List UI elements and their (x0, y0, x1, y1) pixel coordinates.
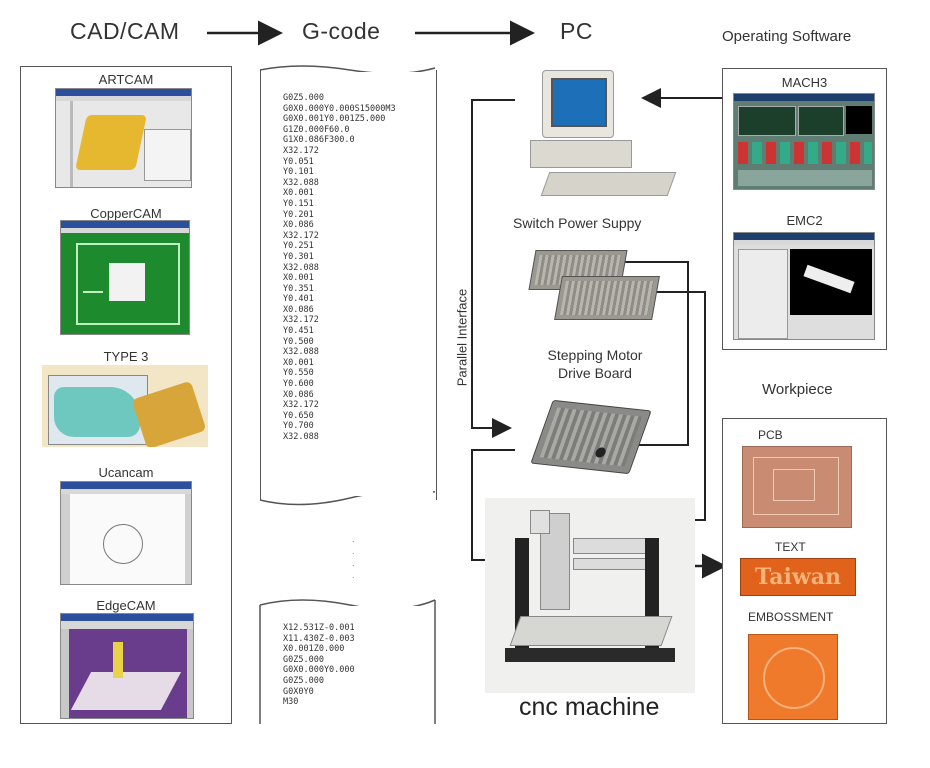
gcode-line: Y0.351 (283, 283, 314, 294)
gcode-line: X32.088 (283, 177, 319, 188)
driver-board-label-line1: Stepping Motor (547, 347, 643, 363)
gcode-line: G0Z5.000 (283, 675, 324, 686)
workpiece-label-text: TEXT (775, 540, 806, 554)
gcode-line: X0.001 (283, 188, 314, 199)
gcode-line: X0.001Z0.000 (283, 644, 345, 655)
gcode-line: Y0.201 (283, 209, 314, 220)
gcode-line: G1Z0.000F60.0 (283, 124, 350, 135)
gcode-line: Y0.051 (283, 156, 314, 167)
gcode-line: X32.172 (283, 230, 319, 241)
gcode-line: G1X0.086F300.0 (283, 135, 355, 146)
gcode-line: X12.531Z-0.001 (283, 623, 355, 633)
gcode-line: Y0.650 (283, 410, 314, 421)
cnc-machine-label: cnc machine (519, 693, 660, 721)
operating-label-mach3: MACH3 (781, 75, 828, 90)
gcode-line: G0Z5.000 (283, 654, 324, 665)
edgecam-screenshot (60, 613, 194, 719)
pc-heading: PC (560, 18, 593, 44)
software-label-ucancam: Ucancam (98, 465, 154, 480)
gcode-line: M30 (283, 697, 299, 708)
driver-board-label-line2: Drive Board (558, 365, 632, 381)
software-label-coppercam: CopperCAM (90, 206, 162, 221)
software-label-artcam: ARTCAM (98, 72, 154, 87)
cadcam-heading: CAD/CAM (70, 18, 180, 44)
gcode-line: Y0.301 (283, 251, 314, 262)
gcode-line: Y0.101 (283, 167, 314, 178)
gcode-line: X0.086 (283, 389, 314, 400)
workpiece-heading: Workpiece (762, 381, 833, 398)
text-workpiece-sample: Taiwan (754, 564, 842, 590)
gcode-line: X11.430Z-0.003 (283, 633, 355, 644)
parallel-interface-line (471, 99, 515, 438)
workpiece-label-embossment: EMBOSSMENT (748, 610, 834, 624)
gcode-line: G0X0.000Y0.000S15000M3 (283, 103, 396, 114)
gcode-line: G0X0.001Y0.001Z5.000 (283, 114, 386, 125)
software-label-type3: TYPE 3 (103, 349, 149, 364)
type3-screenshot (42, 365, 208, 447)
gcode-line: Y0.151 (283, 198, 314, 209)
power-to-driver-line (615, 261, 689, 446)
gcode-listing-bottom (262, 606, 433, 723)
text-workpiece-image: Taiwan (740, 558, 856, 596)
gcode-line: Y0.451 (283, 326, 314, 337)
gcode-line: Y0.401 (283, 294, 314, 305)
gcode-line: Y0.600 (283, 379, 314, 390)
workpiece-label-pcb: PCB (758, 428, 783, 442)
gcode-line: G0Z5.000 (283, 93, 324, 103)
emc2-screenshot (733, 232, 875, 340)
driver-board-label: Stepping Motor Drive Board (515, 346, 675, 382)
gcode-line: X32.172 (283, 315, 319, 326)
artcam-screenshot (55, 88, 192, 188)
operating-software-heading: Operating Software (722, 28, 852, 45)
gcode-line: X32.088 (283, 262, 319, 273)
gcode-line: Y0.500 (283, 336, 314, 347)
coppercam-screenshot (60, 220, 190, 335)
gcode-line: X32.088 (283, 432, 319, 442)
mach3-screenshot (733, 93, 875, 190)
embossment-workpiece-image (748, 634, 838, 720)
operating-label-emc2: EMC2 (786, 213, 823, 228)
gcode-line: X32.088 (283, 347, 319, 358)
gcode-ellipsis: .... (352, 534, 355, 580)
gcode-line: X32.172 (283, 400, 319, 411)
gcode-line: Y0.550 (283, 368, 314, 379)
switch-power-label: Switch Power Suppy (513, 215, 642, 231)
parallel-interface-label: Parallel Interface (454, 288, 470, 387)
power-supply-unit-2 (554, 276, 660, 320)
software-label-edgecam: EdgeCAM (96, 598, 156, 613)
gcode-line: X0.001 (283, 273, 314, 284)
gcode-line: X0.001 (283, 357, 314, 368)
ucancam-screenshot (60, 481, 192, 585)
cnc-machine-image (485, 498, 695, 693)
gcode-line: G0X0.000Y0.000 (283, 665, 355, 676)
gcode-line: X0.086 (283, 220, 314, 231)
pc-computer-image (520, 62, 677, 202)
gcode-line: Y0.251 (283, 241, 314, 252)
gcode-heading: G-code (302, 18, 381, 44)
gcode-line: Y0.700 (283, 421, 314, 432)
gcode-line: G0X0Y0 (283, 686, 314, 697)
gcode-line: X0.086 (283, 304, 314, 315)
pcb-workpiece-image (742, 446, 852, 528)
gcode-line: X32.172 (283, 145, 319, 156)
